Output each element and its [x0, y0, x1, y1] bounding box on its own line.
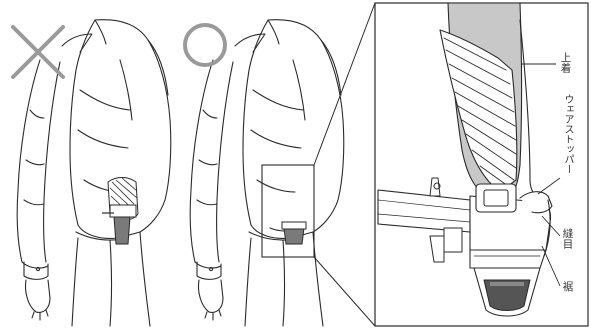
zoom-line-top — [314, 3, 375, 165]
cross-mark — [13, 27, 63, 77]
label-wear-stopper: ウェアストッパー — [562, 94, 572, 174]
figure-incorrect — [17, 20, 171, 326]
zoom-line-bottom — [314, 257, 375, 326]
fan-correct — [282, 222, 306, 244]
label-seam: 縫目 — [562, 228, 573, 249]
circle-mark — [185, 25, 225, 65]
label-hem: 裾 — [562, 281, 573, 292]
figure-correct — [190, 20, 344, 326]
label-jacket: 上着 — [560, 52, 571, 73]
